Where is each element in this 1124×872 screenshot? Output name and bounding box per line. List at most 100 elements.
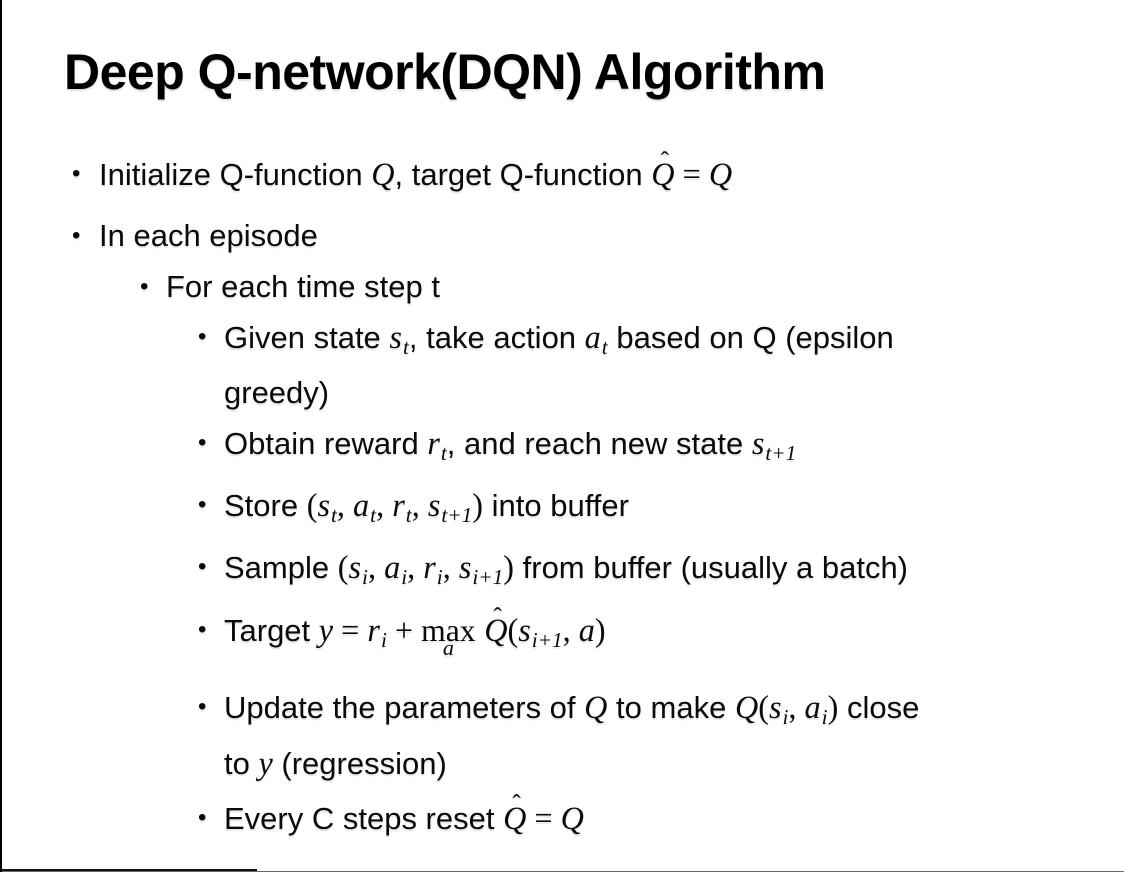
operator-under: a xyxy=(442,635,454,661)
bullet-item: •Store (st, at, rt, st+1) into buffer xyxy=(2,482,1116,538)
bullet-text: Initialize Q-function Q, target Q-functi… xyxy=(99,147,733,192)
text-run: Obtain reward xyxy=(224,425,428,461)
math-op: ( xyxy=(306,486,318,523)
text-run xyxy=(476,613,485,648)
math-subscript: t xyxy=(405,502,412,527)
text-run: For each time step t xyxy=(166,269,440,304)
math-base: s xyxy=(751,424,765,461)
text-run: from buffer (usually a batch) xyxy=(514,549,909,585)
math-subscript: t+1 xyxy=(765,440,797,465)
bullet-marker: • xyxy=(198,803,207,831)
text-run: , take action xyxy=(408,320,585,355)
bullet-item: •In each episode xyxy=(2,213,1116,259)
math-base: s xyxy=(768,688,782,725)
text-run: into buffer xyxy=(483,487,629,523)
math-subscript: i+1 xyxy=(531,627,563,652)
math-base: s xyxy=(389,319,402,355)
math-base: s xyxy=(348,548,362,585)
math-subscript: i xyxy=(782,704,789,729)
math-var-sub: st+1 xyxy=(428,487,472,527)
math-base: Q xyxy=(651,156,675,192)
math-var-sub: si+1 xyxy=(459,549,503,589)
text-run: Given state xyxy=(224,320,390,355)
math-op: + xyxy=(386,611,422,648)
math-var: y xyxy=(258,744,273,781)
slide-title: Deep Q-network(DQN) Algorithm xyxy=(64,44,826,100)
math-op: = xyxy=(674,156,709,192)
bullet-text: Sample (si, ai, ri, si+1) from buffer (u… xyxy=(224,548,909,589)
bullet-marker: • xyxy=(140,273,149,300)
math-var-sub: ai xyxy=(804,688,828,729)
math-var: Q xyxy=(708,156,733,192)
bullet-item: •Initialize Q-function Q, target Q-funct… xyxy=(2,147,1116,198)
math-var-sub: st+1 xyxy=(751,424,796,465)
math-op: ) xyxy=(503,548,515,585)
math-base: a xyxy=(384,548,401,585)
text-run: Initialize Q-function xyxy=(99,157,372,192)
bullet-text: Given state st, take action at based on … xyxy=(224,319,894,410)
math-op: ) xyxy=(827,688,839,725)
text-run: , target Q-function xyxy=(394,157,652,192)
math-op: = xyxy=(526,799,561,836)
text-run: (regression) xyxy=(272,745,447,781)
math-base: Q xyxy=(503,799,527,836)
math-var-sub: ai xyxy=(384,548,407,589)
math-op: ( xyxy=(758,688,769,725)
math-base: Q xyxy=(484,611,508,648)
math-var: y xyxy=(318,611,334,648)
math-var-sub: at xyxy=(585,319,608,359)
math-op: ( xyxy=(507,611,519,648)
math-base: r xyxy=(392,486,405,523)
bullet-item: • For each time step t xyxy=(2,264,1116,310)
math-subscript: i xyxy=(362,564,368,589)
math-var-sub: ri xyxy=(367,611,386,652)
math-subscript: i xyxy=(436,564,443,589)
bullet-marker: • xyxy=(72,160,81,187)
math-var-sub: at xyxy=(353,487,376,527)
math-op: , xyxy=(442,548,459,585)
hat-accent: ˆ xyxy=(512,789,521,819)
operator-name: max xyxy=(421,612,476,648)
math-subscript: i xyxy=(380,627,387,652)
math-op: ) xyxy=(594,611,606,648)
math-op: , xyxy=(367,548,385,585)
text-run: , and reach new state xyxy=(446,425,752,461)
bullet-item: •Update the parameters of Q to make Q(si… xyxy=(2,684,1116,787)
math-base: a xyxy=(804,688,821,725)
math-op: , xyxy=(788,688,805,725)
math-subscript: t xyxy=(440,440,447,465)
bullet-marker: • xyxy=(198,615,207,643)
math-var: Q xyxy=(734,688,759,725)
math-base: r xyxy=(367,611,380,648)
math-var: Q xyxy=(584,688,608,725)
bullet-marker: • xyxy=(198,552,207,580)
math-subscript: i+1 xyxy=(472,564,504,589)
hat-accent: ˆ xyxy=(493,601,502,631)
text-run: Store xyxy=(224,487,307,523)
math-op: ) xyxy=(472,486,483,523)
math-subscript: i xyxy=(401,564,408,589)
math-subscript: t xyxy=(402,334,409,359)
text-run: Sample xyxy=(224,549,338,585)
text-run: In each episode xyxy=(99,218,318,253)
math-var-sub: st xyxy=(389,319,408,359)
bullet-text: Obtain reward rt, and reach new state st… xyxy=(224,424,796,465)
math-var-sub: rt xyxy=(427,425,446,465)
hat-accent: ˆ xyxy=(660,145,670,175)
bullet-list: •Initialize Q-function Q, target Q-funct… xyxy=(2,145,1116,847)
bullet-marker: • xyxy=(198,323,207,350)
math-subscript: t+1 xyxy=(441,502,473,527)
math-var-sub: si xyxy=(768,688,788,729)
math-var: Q xyxy=(371,156,395,192)
math-subscript: i xyxy=(821,704,828,729)
math-subscript: t xyxy=(370,502,377,527)
text-run: Every C steps reset xyxy=(224,800,504,836)
math-op: , xyxy=(411,486,428,523)
